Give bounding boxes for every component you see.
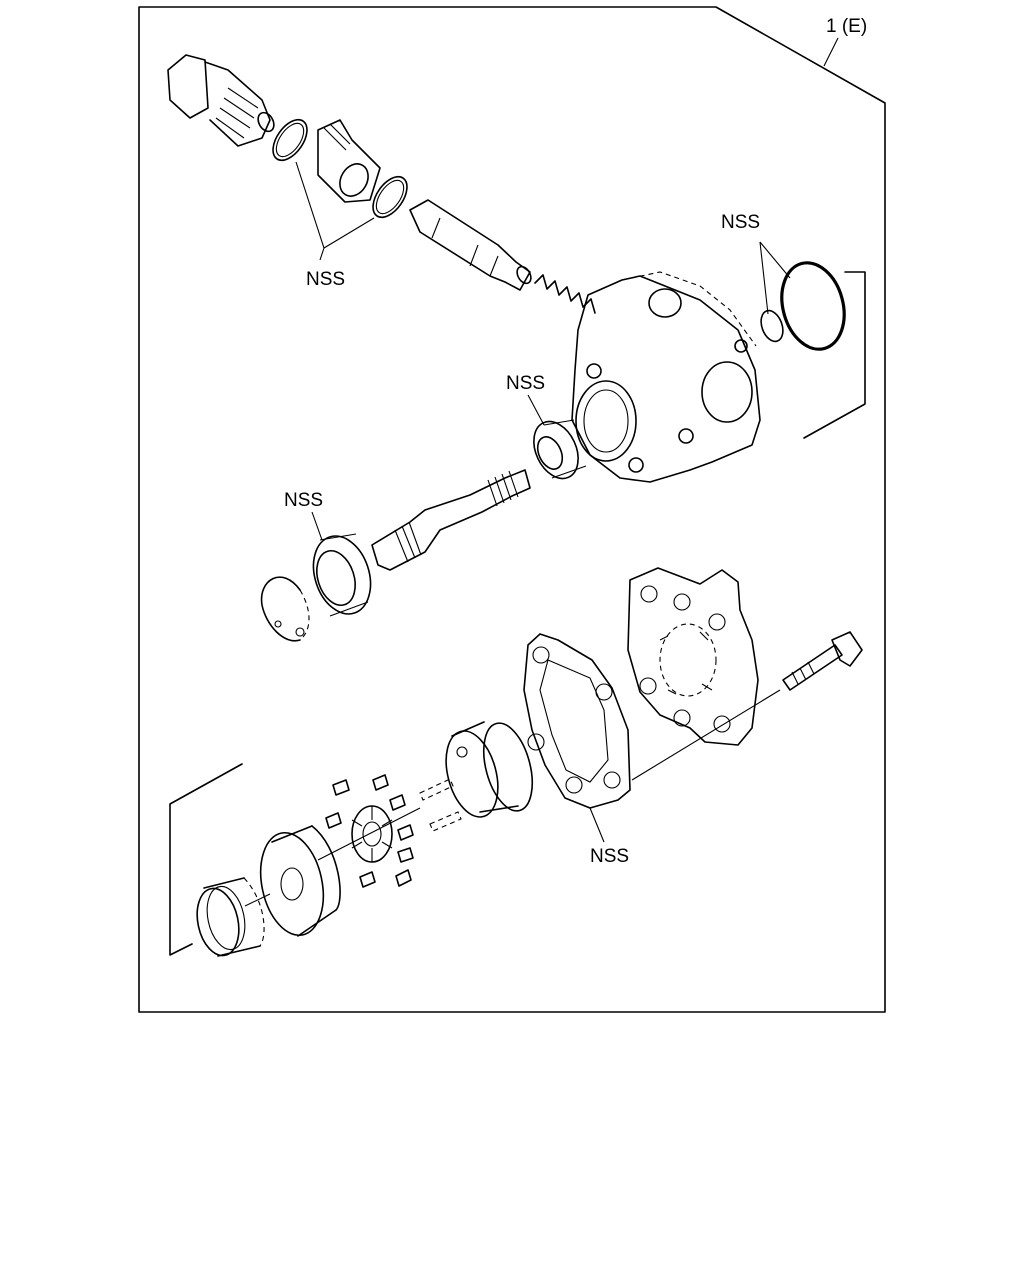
flow-control-spring bbox=[534, 274, 596, 314]
snap-ring bbox=[260, 576, 310, 642]
nss-leader-bearing bbox=[311, 511, 323, 541]
cam-ring bbox=[445, 721, 534, 818]
cover-bolt bbox=[782, 631, 863, 691]
nss-label-housing-orings: NSS bbox=[721, 212, 760, 233]
lower-bracket bbox=[169, 763, 243, 956]
flow-control-spool bbox=[409, 199, 532, 291]
rotor-axis-line bbox=[317, 807, 421, 861]
pump-housing bbox=[571, 271, 761, 483]
nss-leader-housing bbox=[759, 241, 791, 315]
rear-cover bbox=[627, 567, 759, 746]
assembly-frame bbox=[138, 6, 886, 1013]
rotor bbox=[351, 805, 393, 863]
assembly-leader bbox=[823, 37, 839, 67]
gasket bbox=[523, 633, 631, 809]
assembly-axis-line bbox=[631, 689, 781, 781]
oring-large-housing bbox=[780, 261, 846, 351]
union-fitting bbox=[317, 119, 381, 203]
end-spring-plug bbox=[196, 877, 265, 957]
oil-seal bbox=[533, 419, 587, 480]
pressure-plate bbox=[259, 825, 341, 937]
housing-bracket bbox=[803, 271, 866, 439]
oring-small-housing bbox=[760, 309, 784, 343]
nss-label-shaft-seal: NSS bbox=[506, 373, 545, 394]
ball-bearing bbox=[312, 533, 372, 617]
plug-axis-line bbox=[244, 893, 271, 907]
oring-small-2 bbox=[372, 175, 408, 219]
nss-leader-valve bbox=[295, 161, 375, 261]
assembly-label: 1 (E) bbox=[826, 16, 867, 37]
nss-leader-seal bbox=[527, 394, 545, 426]
nss-leader-gasket bbox=[589, 807, 605, 843]
vanes bbox=[325, 774, 414, 888]
nss-label-gasket: NSS bbox=[590, 846, 629, 867]
nss-label-valve-orings: NSS bbox=[306, 269, 345, 290]
dowel-pins bbox=[419, 778, 462, 832]
nss-label-bearing: NSS bbox=[284, 490, 323, 511]
oring-small-1 bbox=[272, 118, 308, 162]
drive-shaft bbox=[371, 469, 531, 571]
flow-control-connector bbox=[167, 54, 275, 147]
